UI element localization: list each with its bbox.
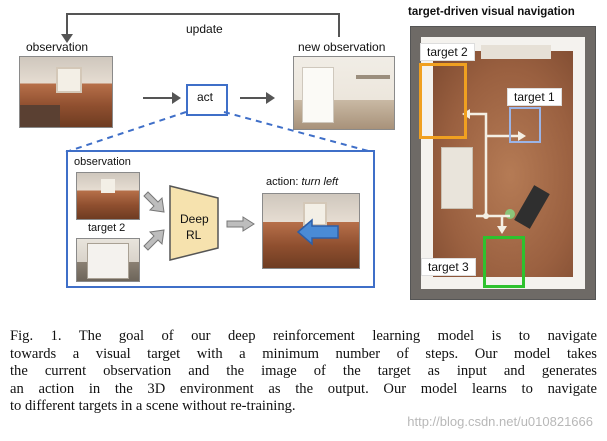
target2-label: target 2 [420,43,475,61]
update-loop-top [66,13,340,15]
deep-rl-label-line2: RL [186,228,202,242]
action-prefix: action: [266,176,299,188]
act-box [186,84,228,116]
target1-label: target 1 [507,88,562,106]
deep-rl-label-line1: Deep [180,212,209,226]
caption-line-1: Fig. 1. The goal of our deep reinforceme… [10,328,597,344]
input-arrows [143,191,165,251]
navigation-title: target-driven visual navigation [408,6,575,18]
inner-target-image [76,238,140,282]
new-observation-image [293,56,395,130]
arrow-to-act [143,97,173,99]
new-observation-label: new observation [298,40,386,54]
target1-box [509,107,541,143]
output-arrow [226,216,255,232]
caption-line-4: an action in the 3D environment as the o… [10,380,597,397]
caption-line-3: the current observation and the image of… [10,363,597,380]
arrow-to-act-head [172,92,181,104]
observation-label: observation [26,40,89,54]
action-label: action: turn left [266,176,338,188]
target2-box [419,63,467,139]
update-loop-arrowhead [61,34,73,43]
action-value: turn left [301,176,339,188]
inner-observation-image [76,172,140,220]
inner-observation-label: observation [74,156,131,168]
observation-image [19,56,113,128]
deep-rl-block [169,185,219,261]
update-label: update [186,22,223,36]
update-loop-right [338,13,340,37]
watermark: http://blog.csdn.net/u010821666 [407,414,593,429]
figure-caption: Fig. 1. The goal of our deep reinforceme… [10,328,597,416]
caption-line-2: towards a visual target with a minimum n… [10,345,597,362]
arrow-to-new-observation [240,97,268,99]
inner-target-label: target 2 [88,222,126,234]
turn-left-arrow [296,218,339,246]
update-loop-left [66,13,68,37]
target3-box [483,236,525,288]
act-label: act [197,90,214,104]
zoom-connector [65,111,373,153]
caption-line-5: to different targets in a scene without … [10,398,296,415]
navigation-paths [462,109,526,234]
arrow-to-new-observation-head [266,92,275,104]
target3-label: target 3 [421,258,476,276]
